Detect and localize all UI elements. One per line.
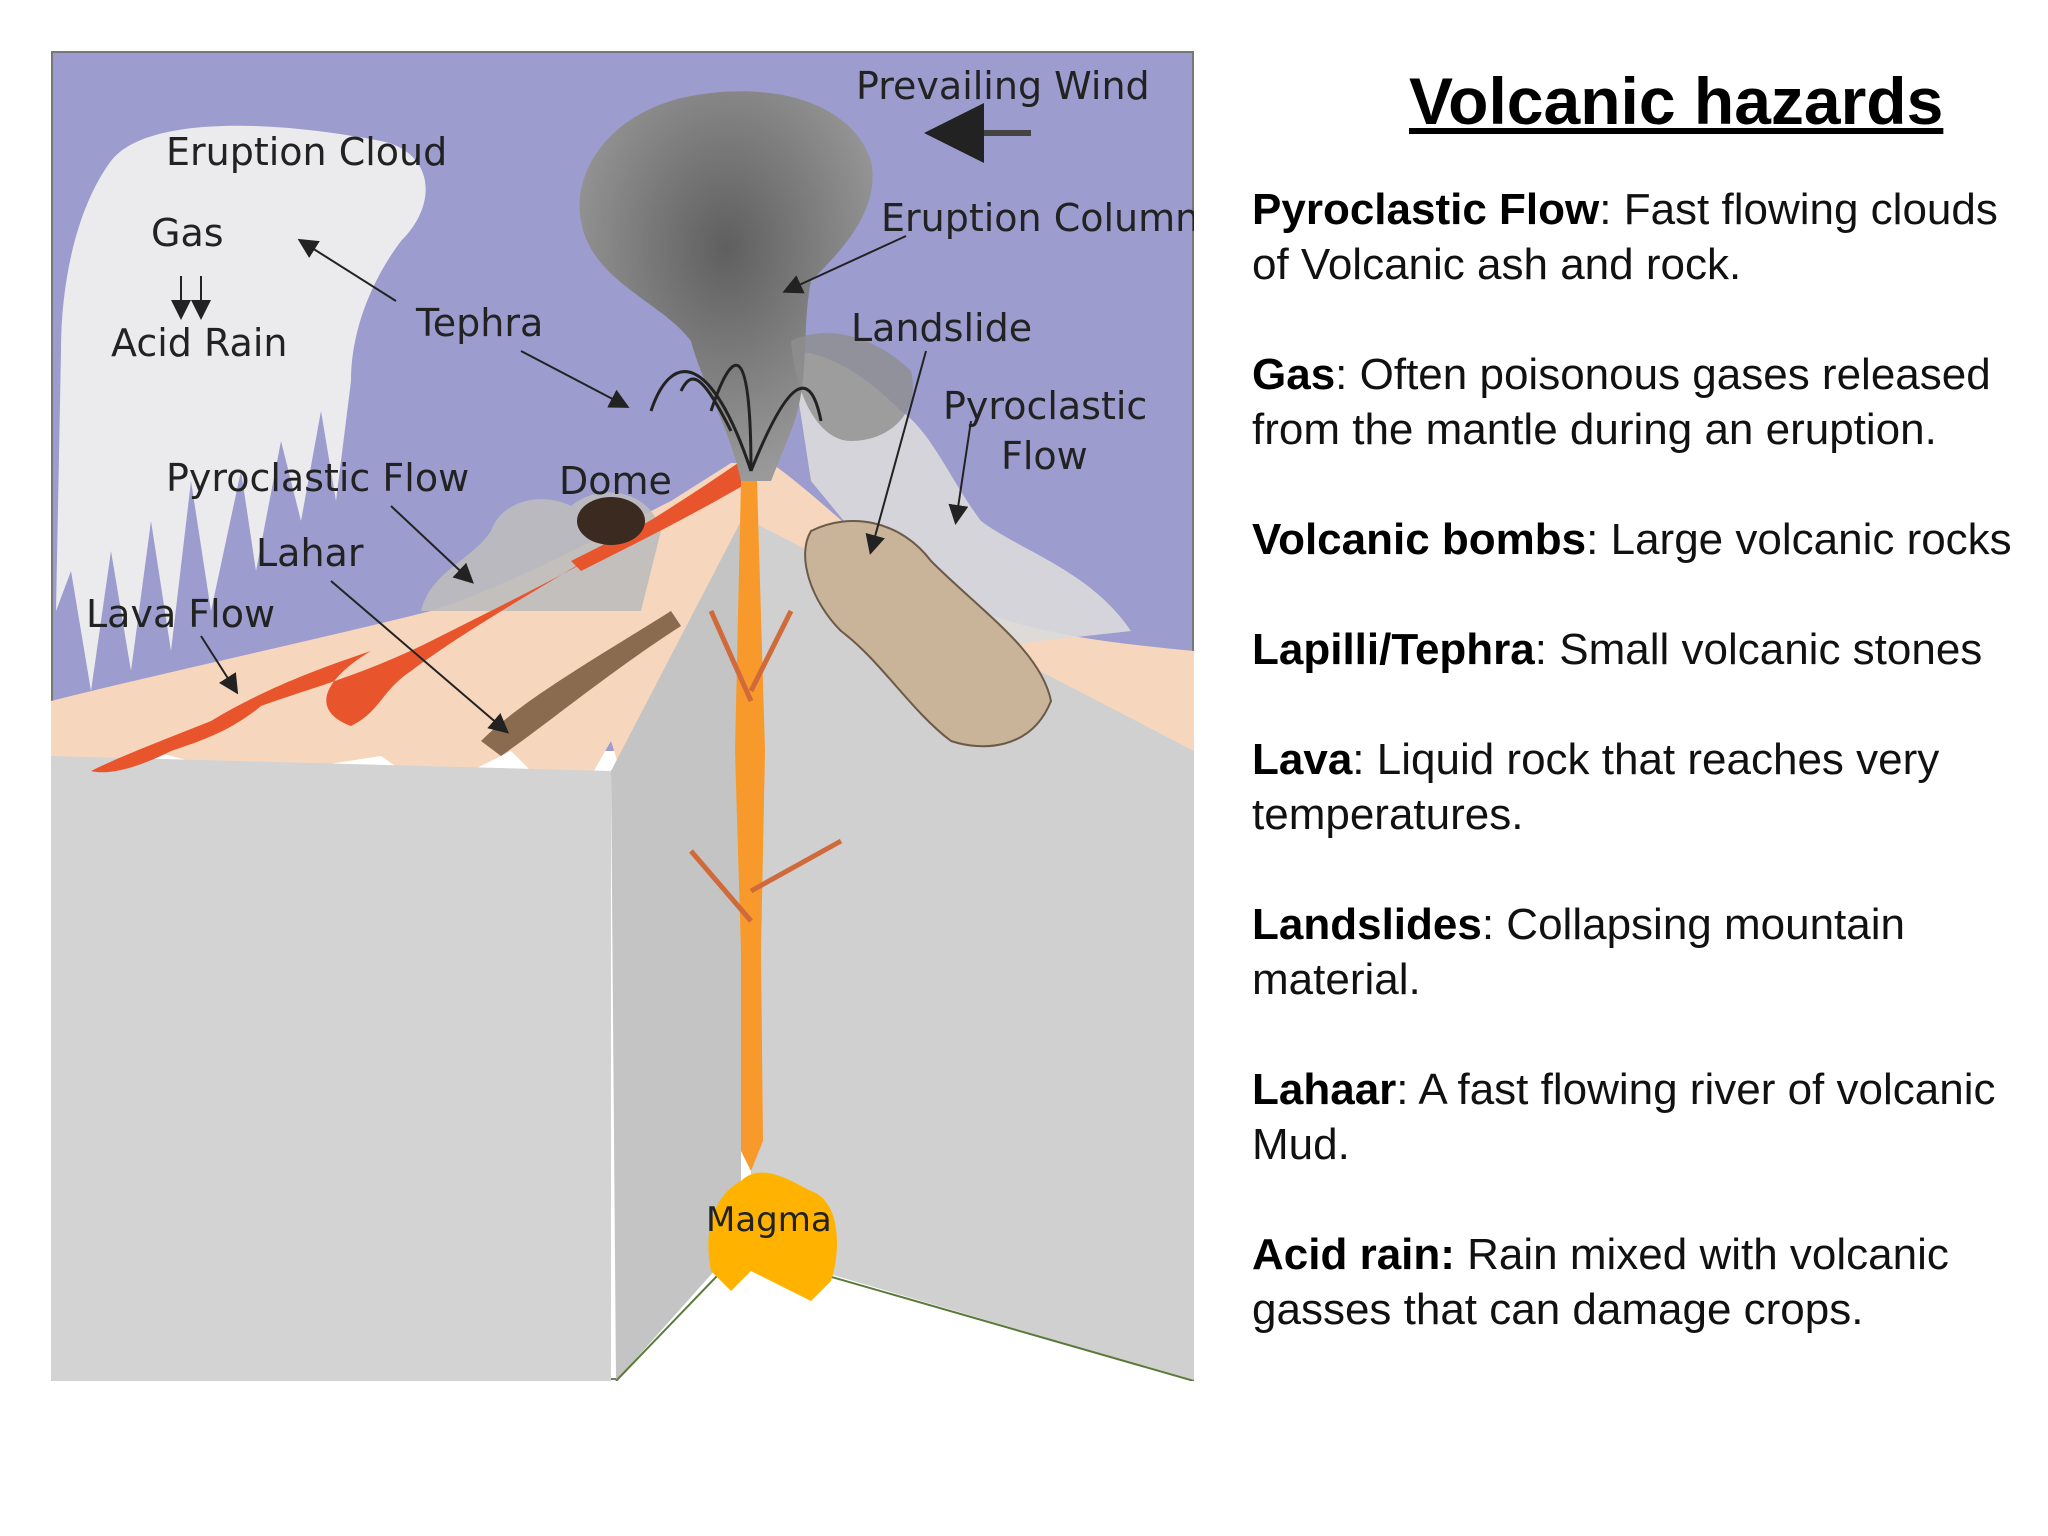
hazard-item: Acid rain: Rain mixed with volcanic gass… — [1252, 1227, 2042, 1337]
hazard-description: Liquid rock that reaches very temperatur… — [1252, 735, 1940, 839]
hazards-panel: Volcanic hazards Pyroclastic Flow: Fast … — [1252, 58, 2042, 1392]
magma-conduit — [735, 481, 765, 1171]
hazard-separator: : — [1335, 350, 1348, 399]
hazard-description: Rain mixed with volcanic gasses that can… — [1252, 1230, 1949, 1334]
hazard-item: Lava: Liquid rock that reaches very temp… — [1252, 732, 2042, 842]
hazard-item: Pyroclastic Flow: Fast flowing clouds of… — [1252, 182, 2042, 292]
hazard-item: Landslides: Collapsing mountain material… — [1252, 897, 2042, 1007]
lava-dome — [577, 497, 645, 545]
hazard-term: Lava — [1252, 735, 1353, 784]
label-landslide: Landslide — [851, 306, 1032, 350]
hazard-separator: : — [1599, 185, 1612, 234]
hazard-term: Lapilli/Tephra — [1252, 625, 1535, 674]
block-inner-right-wall — [751, 521, 1194, 1381]
hazard-description: Often poisonous gases released from the … — [1252, 350, 1991, 454]
hazard-term: Volcanic bombs — [1252, 515, 1587, 564]
hazard-term: Lahaar — [1252, 1065, 1397, 1114]
label-tephra: Tephra — [415, 301, 543, 345]
hazard-description: Small volcanic stones — [1547, 625, 1983, 674]
eruption-cloud — [56, 125, 426, 692]
label-prevailing-wind: Prevailing Wind — [856, 64, 1150, 108]
label-acid-rain: Acid Rain — [111, 321, 287, 365]
page-title: Volcanic hazards — [1409, 64, 1944, 138]
hazard-separator: : — [1534, 625, 1548, 674]
hazard-description: Large volcanic rocks — [1598, 515, 2012, 564]
label-lahar: Lahar — [256, 531, 364, 575]
hazard-description: Collapsing mountain material. — [1252, 900, 1905, 1004]
volcano-cross-section-diagram: Prevailing Wind Eruption Cloud Gas Acid … — [51, 51, 1194, 1381]
hazard-item: Lapilli/Tephra: Small volcanic stones — [1252, 622, 2042, 677]
hazard-term: Acid rain: — [1252, 1230, 1455, 1279]
label-lava-flow: Lava Flow — [86, 592, 275, 636]
ash-plume-right — [791, 332, 913, 441]
tephra-trajectories — [649, 363, 823, 472]
block-notch — [616, 1251, 1194, 1381]
label-eruption-column: Eruption Column — [881, 196, 1194, 240]
hazard-item: Volcanic bombs: Large volcanic rocks — [1252, 512, 2042, 567]
label-leaders — [171, 235, 972, 734]
lahar-deposit — [481, 611, 681, 756]
hazard-description: A fast flowing river of volcanic Mud. — [1252, 1065, 1996, 1169]
label-gas: Gas — [151, 211, 224, 255]
hazard-item: Gas: Often poisonous gases released from… — [1252, 347, 2042, 457]
label-pyroclastic-flow: Pyroclastic Flow — [166, 456, 469, 500]
magma-chamber — [708, 1172, 837, 1301]
landslide-deposit — [804, 520, 1053, 748]
block-inner-left-wall — [611, 521, 741, 1381]
hazard-separator: : — [1352, 735, 1365, 784]
label-magma: Magma — [706, 1200, 832, 1240]
hazard-item: Lahaar: A fast flowing river of volcanic… — [1252, 1062, 2042, 1172]
hazard-description: Fast flowing clouds of Volcanic ash and … — [1252, 185, 1998, 289]
block-left-face — [51, 756, 611, 1381]
hazard-separator: : — [1586, 515, 1599, 564]
lava-flow-upper — [571, 471, 751, 571]
hazard-term: Gas — [1252, 350, 1336, 399]
label-dome: Dome — [559, 459, 672, 503]
hazard-term: Pyroclastic Flow — [1252, 185, 1600, 234]
hazard-term: Landslides — [1252, 900, 1482, 949]
label-eruption-cloud: Eruption Cloud — [166, 130, 447, 174]
hazard-separator: : — [1396, 1065, 1409, 1114]
magma-dikes — [689, 609, 843, 923]
label-pyroclastic-right-1: Pyroclastic — [943, 384, 1147, 428]
label-pyroclastic-right-2: Flow — [1001, 434, 1088, 478]
hazard-separator: : — [1481, 900, 1495, 949]
